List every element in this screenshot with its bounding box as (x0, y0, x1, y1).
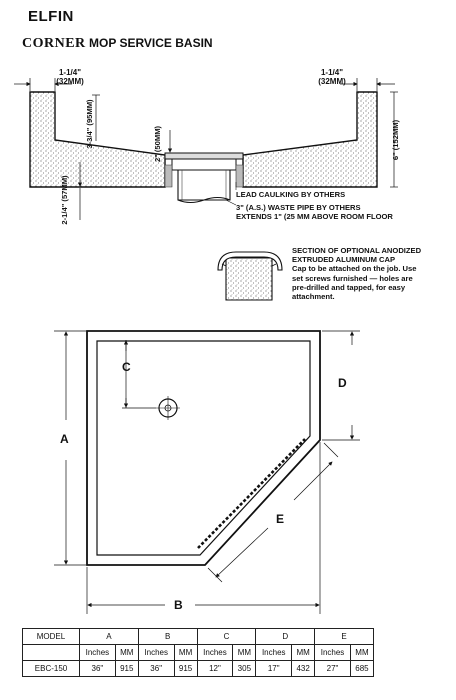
table-header-model: MODEL (22, 628, 80, 645)
table-header-a: A (79, 628, 139, 645)
cap-notes: SECTION OF OPTIONAL ANODIZED EXTRUDED AL… (292, 246, 452, 301)
table-unit: MM (291, 644, 316, 661)
label-d: D (338, 376, 347, 390)
table-cell: 915 (114, 660, 139, 677)
table-cell-model: EBC-150 (22, 660, 80, 677)
drain-flange (164, 152, 244, 160)
dim-left-wall: 1-1/4" (32MM) (56, 68, 84, 86)
page-subtitle: CORNER MOP SERVICE BASIN (22, 36, 213, 52)
waste-pipe (177, 170, 231, 201)
basin-plan-view (54, 330, 360, 614)
table-unit: MM (173, 644, 198, 661)
table-cell: 915 (173, 660, 198, 677)
page-title: ELFIN (28, 8, 74, 25)
table-header-d: D (255, 628, 316, 645)
left-wall-section (29, 91, 166, 188)
cap-line-1: SECTION OF OPTIONAL ANODIZED (292, 246, 422, 255)
table-unit-row: Inches MM Inches MM Inches MM Inches MM … (22, 644, 375, 661)
table-unit: Inches (79, 644, 116, 661)
note-lead-caulking: LEAD CAULKING BY OTHERS (236, 190, 346, 199)
dimensions-table: MODEL A B C D E Inches MM Inches MM Inch… (22, 628, 375, 677)
table-cell: 432 (291, 660, 316, 677)
dim-drain-height: 2" (50MM) (153, 125, 162, 163)
table-cell: 36" (79, 660, 116, 677)
table-unit-blank (22, 644, 80, 661)
label-c: C (122, 360, 131, 374)
table-cell: 36" (137, 660, 175, 677)
subtitle-rest: MOP SERVICE BASIN (89, 36, 213, 50)
aluminum-cap (217, 251, 283, 271)
subtitle-emphasis: CORNER (22, 36, 86, 51)
label-e: E (276, 512, 285, 526)
diagonal-cap (197, 438, 306, 549)
dim-right-wall: 1-1/4" (32MM) (318, 68, 346, 86)
table-row: EBC-150 36" 915 36" 915 12" 305 17" 432 … (22, 660, 375, 677)
note-waste-pipe: 3" (A.S.) WASTE PIPE BY OTHERS (236, 203, 361, 212)
table-unit: Inches (137, 644, 175, 661)
table-unit: Inches (314, 644, 351, 661)
table-header-e: E (314, 628, 374, 645)
basin-inner-outline (96, 340, 311, 556)
cap-line-3: Cap to be attached on the job. Use (292, 264, 417, 274)
table-unit: Inches (255, 644, 293, 661)
table-unit: Inches (196, 644, 234, 661)
table-header-c: C (196, 628, 257, 645)
basin-outline (86, 330, 321, 566)
cap-section-drawing (217, 251, 283, 301)
table-header-b: B (137, 628, 198, 645)
right-wall-section (242, 91, 378, 188)
cap-line-5: pre-drilled and tapped, for easy (292, 282, 406, 292)
cap-line-2: EXTRUDED ALUMINUM CAP (292, 255, 396, 265)
table-cell: 17" (255, 660, 293, 677)
table-unit: MM (349, 644, 375, 661)
dim-inner-depth: 3-3/4" (95MM) (85, 99, 94, 149)
label-b: B (174, 598, 183, 612)
table-unit: MM (114, 644, 139, 661)
table-cell: 12" (196, 660, 234, 677)
dim-total-height: 6" (152MM) (391, 119, 400, 161)
table-unit: MM (232, 644, 257, 661)
pipe-break (177, 197, 231, 203)
drain-body (171, 158, 237, 171)
cap-line-4: set screws furnished — holes are (292, 273, 413, 283)
table-header-row: MODEL A B C D E (22, 628, 374, 645)
basin-cross-section (14, 78, 398, 220)
note-pipe-extends: EXTENDS 1" (25 MM ABOVE ROOM FLOOR (236, 212, 393, 221)
dim-base: 2-1/4" (57MM) (60, 175, 69, 225)
table-cell: 27" (314, 660, 351, 677)
cap-line-6: attachment. (292, 292, 335, 302)
label-a: A (60, 432, 69, 446)
table-cell: 305 (232, 660, 257, 677)
lead-caulking (164, 164, 244, 188)
table-cell: 685 (349, 660, 375, 677)
